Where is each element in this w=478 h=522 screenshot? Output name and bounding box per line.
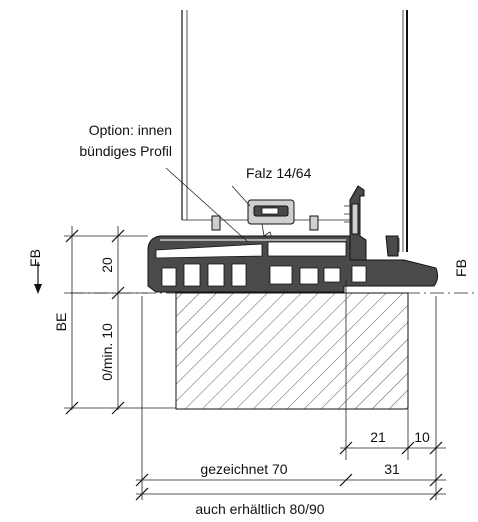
auch-label: auch erhältlich 80/90 — [195, 501, 324, 517]
vertical-dimensions — [34, 226, 176, 415]
option-label-line2: bündiges Profil — [79, 143, 172, 159]
dim-21-label: 21 — [370, 429, 386, 445]
glazing-bead — [344, 185, 399, 263]
option-leader — [165, 167, 251, 243]
be-label: BE — [53, 313, 69, 332]
threshold-profile — [147, 235, 439, 293]
dim-20-label: 20 — [99, 257, 115, 273]
falz-seal — [247, 199, 295, 245]
dim-31-label: 31 — [384, 461, 400, 477]
dim-0min10-label: 0/min. 10 — [99, 323, 115, 381]
gezeichnet-label: gezeichnet 70 — [200, 461, 287, 477]
falz-label: Falz 14/64 — [246, 165, 312, 181]
fb-right-label: FB — [453, 259, 469, 277]
option-label-line1: Option: innen — [89, 122, 172, 138]
fb-left-label: FB — [27, 249, 43, 267]
horizontal-dimensions — [135, 296, 446, 501]
screed-block — [175, 280, 409, 460]
dim-10-label: 10 — [414, 429, 430, 445]
